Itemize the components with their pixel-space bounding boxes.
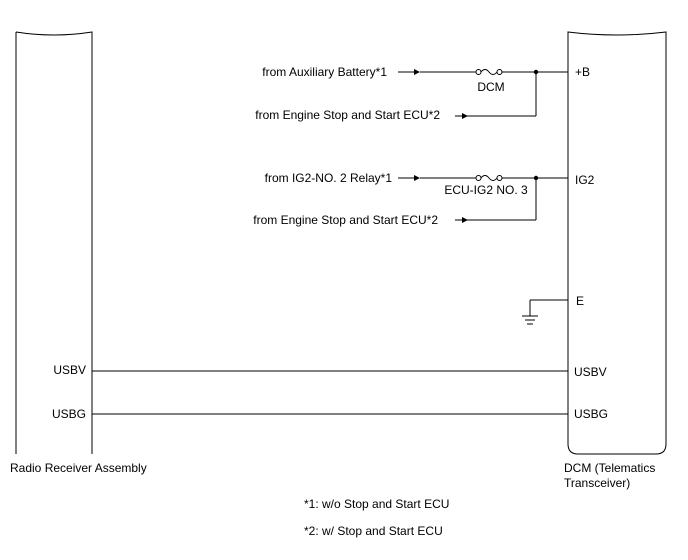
aux-battery-arrow-head — [414, 69, 420, 75]
dcm-label-line1: DCM (Telematics — [564, 461, 655, 475]
ground-icon — [522, 315, 538, 325]
ig2-relay-label: from IG2-NO. 2 Relay*1 — [265, 171, 393, 185]
radio-receiver-assembly-label: Radio Receiver Assembly — [10, 461, 147, 475]
dcm-fuse-label: DCM — [477, 80, 504, 94]
dcm-label-line2: Transceiver) — [564, 476, 630, 490]
dcm-fuse-icon — [475, 69, 503, 75]
pin-plus-b: +B — [575, 65, 590, 79]
pin-ig2: IG2 — [575, 173, 595, 187]
engine-ecu-2-arrow-head — [462, 217, 468, 223]
engine-ecu-1-arrow-head — [462, 113, 468, 119]
radio-receiver-assembly-body — [15, 31, 93, 454]
pin-e: E — [576, 294, 584, 308]
pin-usbv-left: USBV — [53, 363, 86, 377]
pin-usbg-left: USBG — [52, 407, 86, 421]
pin-usbg-right: USBG — [574, 407, 608, 421]
dcm-body — [567, 31, 667, 455]
engine-ecu-1-label: from Engine Stop and Start ECU*2 — [255, 108, 440, 122]
pin-usbv-right: USBV — [574, 365, 607, 379]
footnote-2: *2: w/ Stop and Start ECU — [304, 524, 443, 538]
ecu-ig2-fuse-icon — [475, 175, 503, 181]
footnote-1: *1: w/o Stop and Start ECU — [304, 497, 449, 511]
ig2-relay-arrow-head — [414, 175, 420, 181]
aux-battery-label: from Auxiliary Battery*1 — [262, 65, 387, 79]
engine-ecu-2-label: from Engine Stop and Start ECU*2 — [253, 213, 438, 227]
ecu-ig2-fuse-label: ECU-IG2 NO. 3 — [444, 183, 528, 197]
